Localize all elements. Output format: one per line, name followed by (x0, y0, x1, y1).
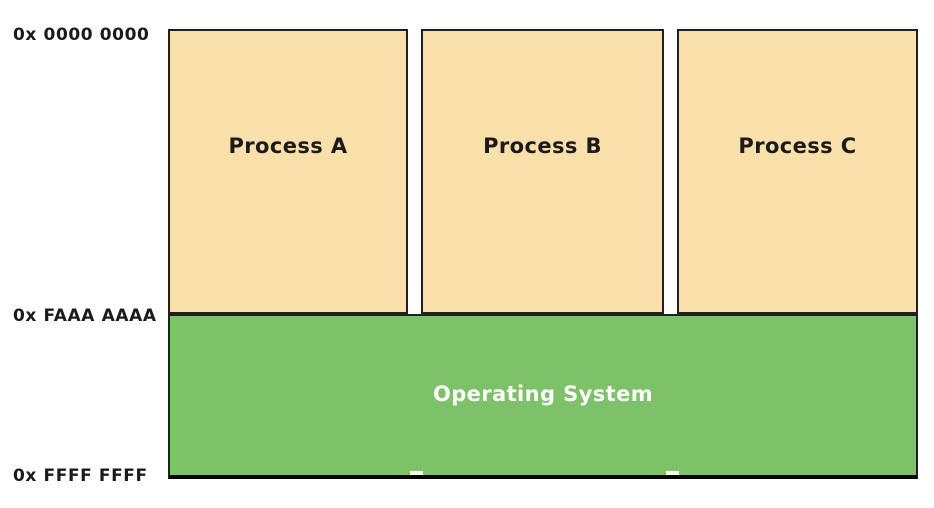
operating-system-label: Operating System (432, 381, 654, 406)
process-label-c: Process C (738, 134, 857, 158)
process-label-a: Process A (228, 134, 348, 158)
process-box-b: Process B (421, 29, 664, 314)
memory-map: Process A Process B Process C Operating … (168, 29, 918, 479)
process-label-b: Process B (483, 134, 602, 158)
process-box-a: Process A (168, 29, 408, 314)
address-label-bottom: 0x FFFF FFFF (13, 466, 148, 486)
bottom-rule-notch-ab (410, 471, 423, 475)
process-box-c: Process C (677, 29, 918, 314)
address-label-middle: 0x FAAA AAAA (13, 306, 157, 326)
address-label-top: 0x 0000 0000 (13, 25, 150, 45)
bottom-rule-notch-bc (666, 471, 679, 475)
process-region-row: Process A Process B Process C (168, 29, 918, 314)
operating-system-box: Operating System (168, 314, 918, 479)
